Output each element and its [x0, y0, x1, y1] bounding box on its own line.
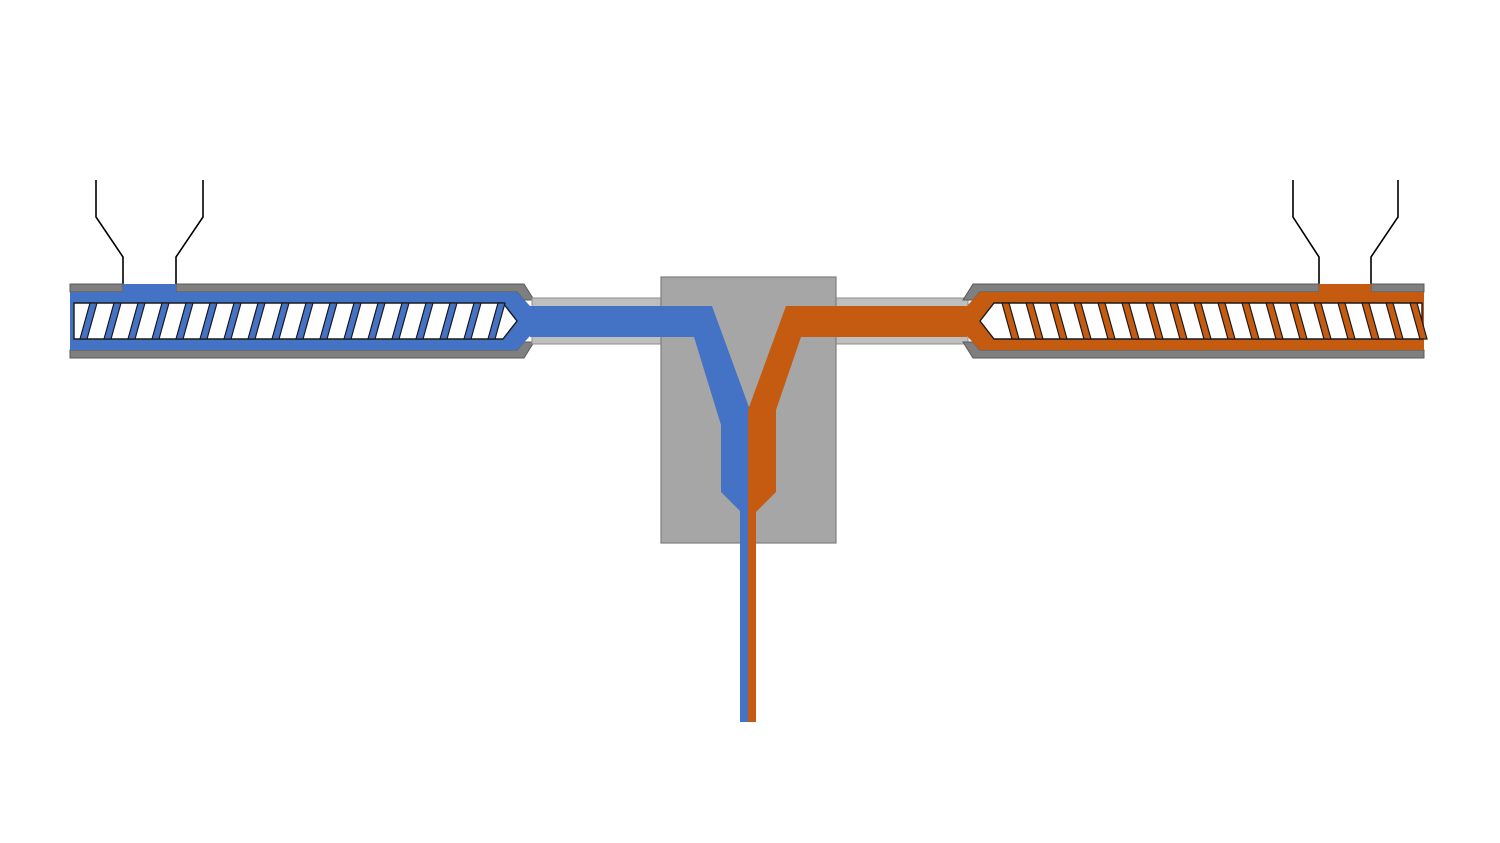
screw-flight [343, 302, 362, 340]
screw-flight [439, 302, 458, 340]
right-extruder [962, 180, 1428, 359]
filament-left-layer [740, 505, 748, 722]
screw-flight [1097, 302, 1116, 340]
hopper-right-icon-right-wall [1370, 180, 1399, 292]
screw-flight [103, 302, 122, 340]
screw-flight [319, 302, 338, 340]
screw-flight [1049, 302, 1068, 340]
left-extruder [69, 180, 535, 359]
screw-flight [1073, 302, 1092, 340]
screw-flight [463, 302, 482, 340]
screw-flight [175, 302, 194, 340]
screw-right [979, 302, 1428, 340]
screw-flight [199, 302, 218, 340]
right-polymer-die-channel [748, 306, 967, 512]
screw-flight [1169, 302, 1188, 340]
screw-flight [391, 302, 410, 340]
screw-flight [1361, 302, 1380, 340]
screw-flight [223, 302, 242, 340]
screw-flight [487, 302, 506, 340]
hopper-left-icon [95, 180, 124, 292]
screw-flight [1289, 302, 1308, 340]
screw-flight [1145, 302, 1164, 340]
screw-flight [271, 302, 290, 340]
screw-flight [1409, 302, 1428, 340]
screw-flight [1313, 302, 1332, 340]
screw-flight [1001, 302, 1020, 340]
screw-flight [1025, 302, 1044, 340]
hopper-right-icon [1292, 180, 1320, 292]
screw-flight [1217, 302, 1236, 340]
screw-flight [1241, 302, 1260, 340]
screw-flight [1121, 302, 1140, 340]
screw-flight [1265, 302, 1284, 340]
screw-flight [367, 302, 386, 340]
screw-flight [79, 302, 98, 340]
screw-flight [1193, 302, 1212, 340]
screw-left [73, 302, 518, 340]
screw-flight [1337, 302, 1356, 340]
screw-flight [127, 302, 146, 340]
screw-flight [1385, 302, 1404, 340]
screw-flight [415, 302, 434, 340]
screw-flight [151, 302, 170, 340]
hopper-left-icon-right-wall [175, 180, 204, 292]
filament-right-layer [748, 505, 756, 722]
screw-flight [295, 302, 314, 340]
left-polymer-die-channel [530, 306, 750, 512]
screw-flight [247, 302, 266, 340]
